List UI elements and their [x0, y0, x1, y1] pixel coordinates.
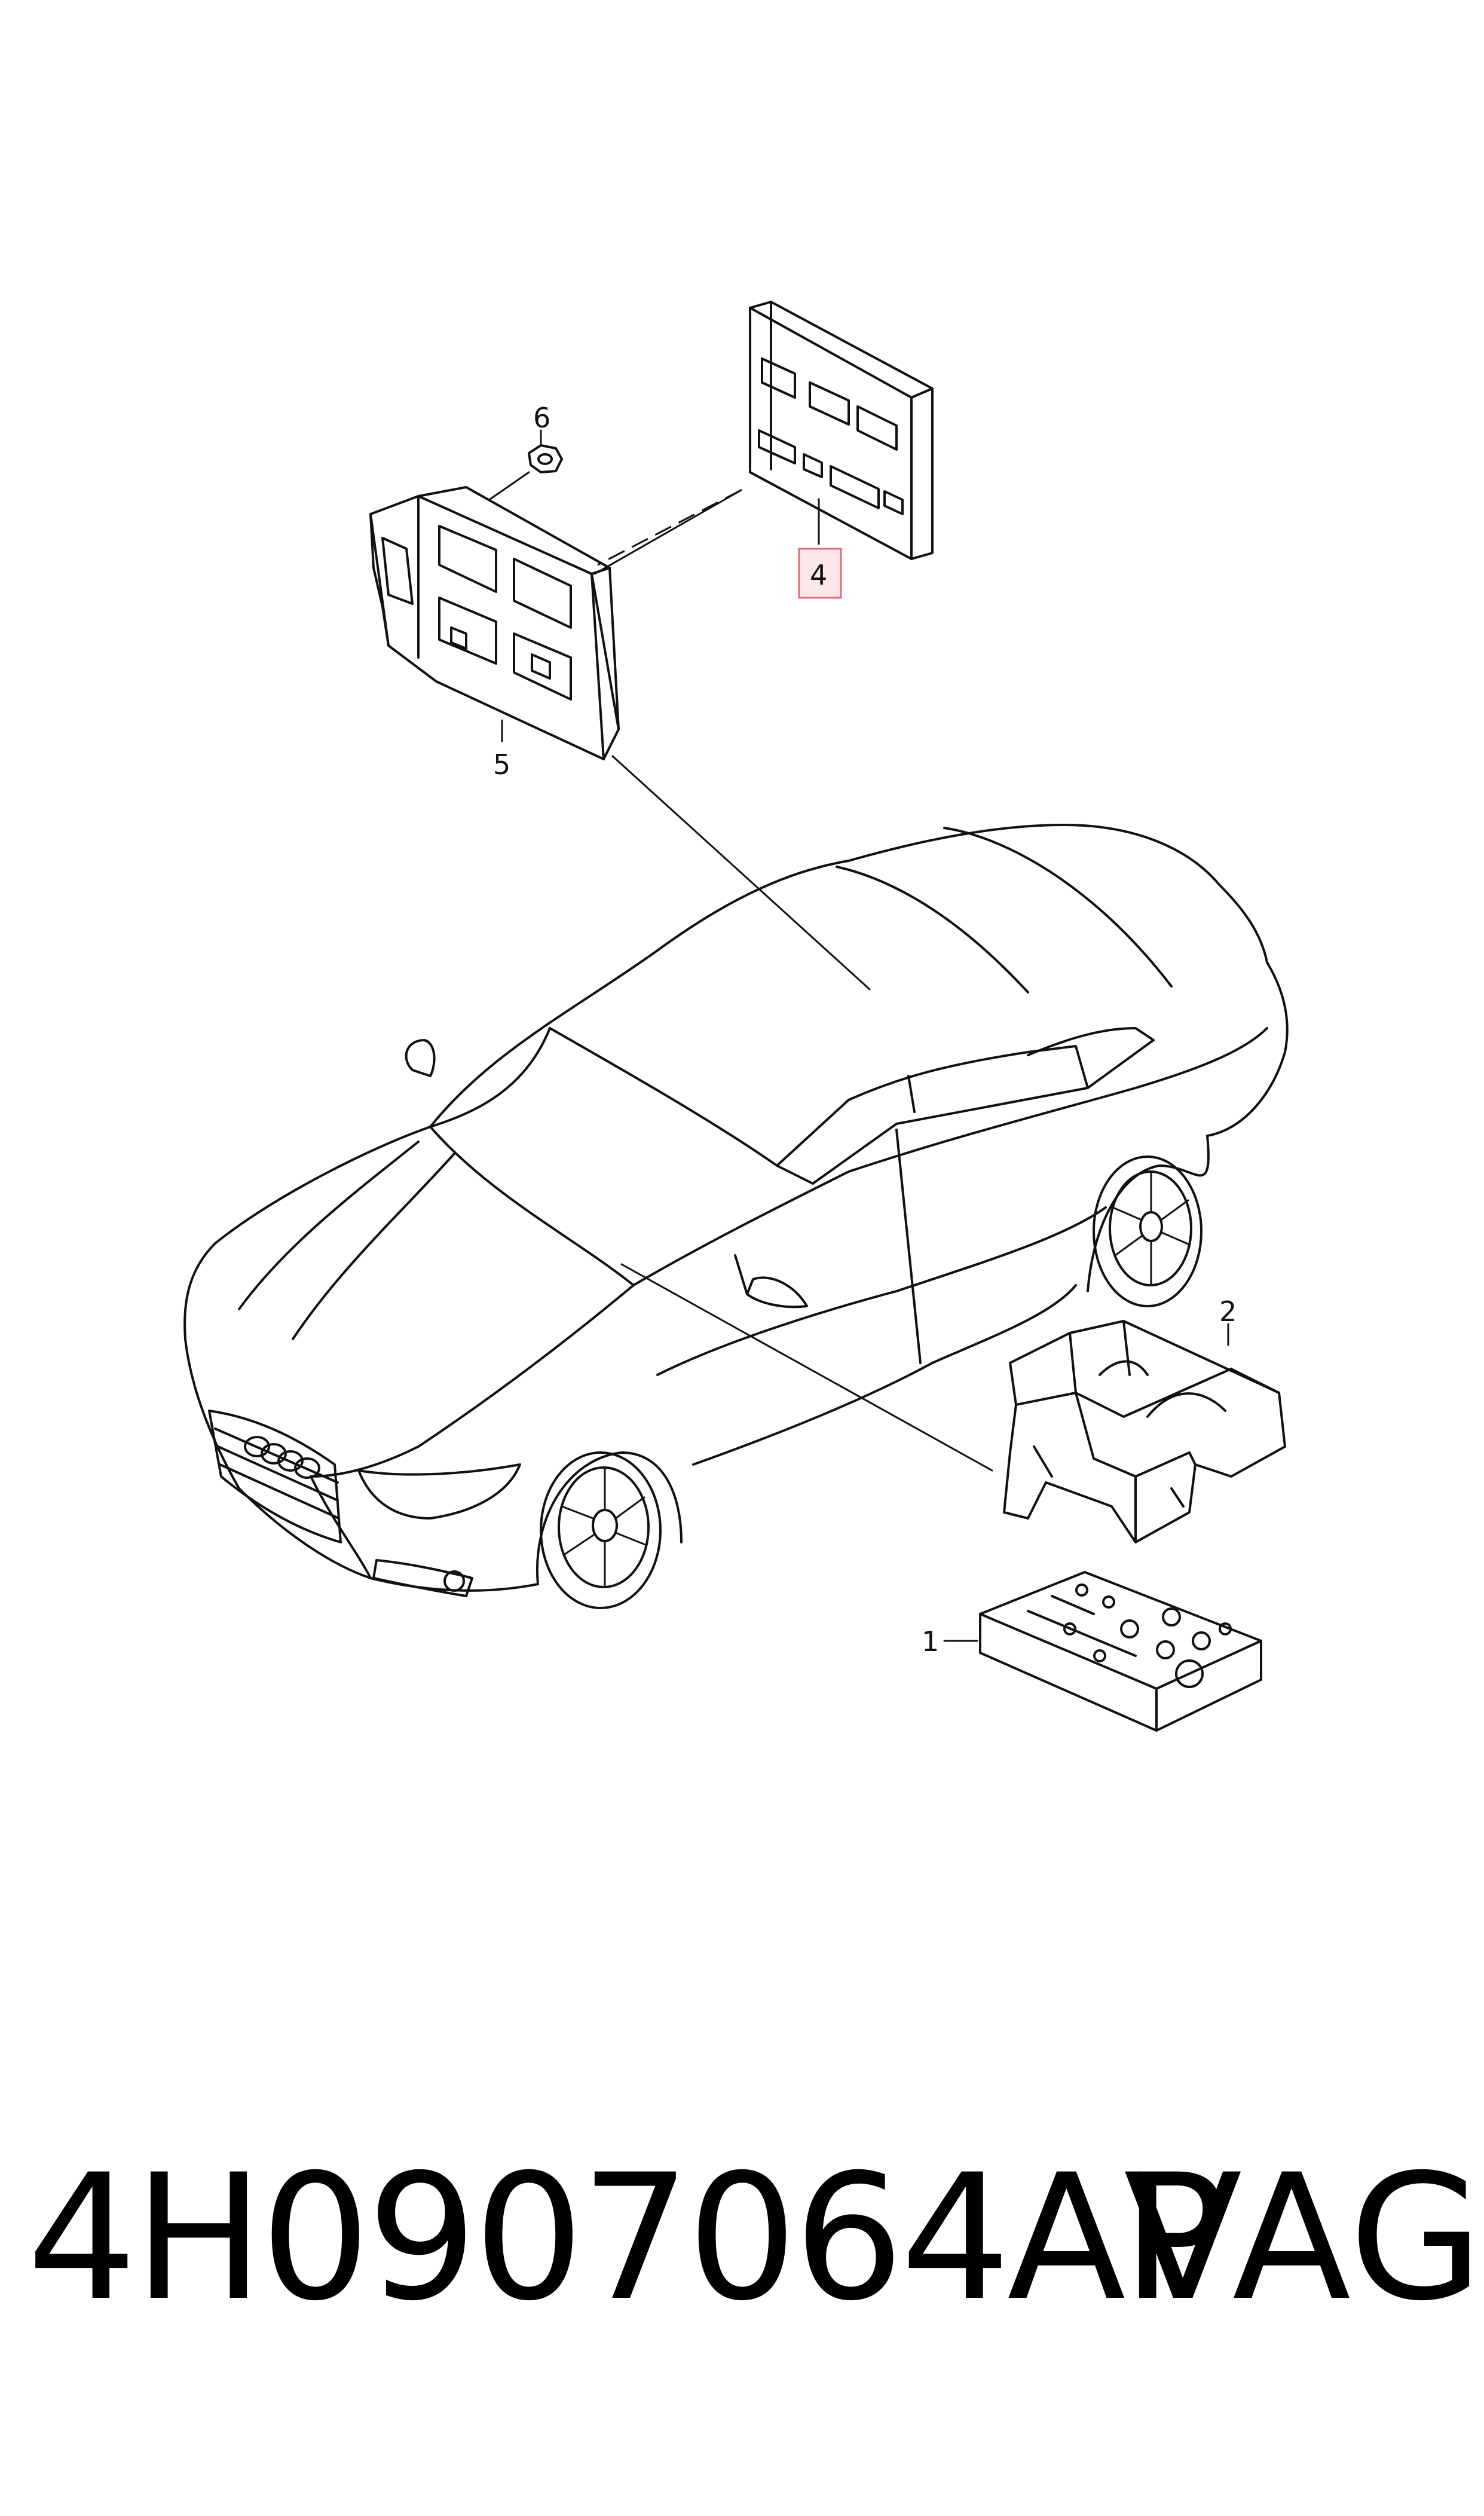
- leader-line-car-roof: [611, 755, 871, 990]
- callout-4-highlight: [798, 548, 842, 599]
- callout-5[interactable]: 5: [493, 748, 510, 781]
- leader-line-car-floor: [620, 1263, 993, 1472]
- logo-rings: [244, 1436, 320, 1479]
- callout-6[interactable]: 6: [533, 402, 550, 434]
- bracket-part-5[interactable]: [369, 486, 620, 760]
- assembly-dashed-line: [597, 489, 742, 566]
- car-illustration: [183, 824, 1289, 1609]
- brand-name: VAG: [1124, 2138, 1484, 2339]
- front-wheel: [540, 1451, 662, 1609]
- footer: 4H0907064AP VAG: [0, 2152, 1484, 2403]
- carrier-part-2[interactable]: [1003, 1320, 1286, 1543]
- control-module-part-4[interactable]: [749, 301, 934, 560]
- callout-2[interactable]: 2: [1219, 1295, 1237, 1328]
- callout-4[interactable]: 4: [810, 559, 827, 591]
- module-part-1[interactable]: [979, 1571, 1262, 1732]
- nut-part-6[interactable]: [528, 444, 563, 473]
- rear-wheel: [1093, 1155, 1203, 1307]
- leader-line-6: [489, 429, 542, 500]
- parts-diagram: 6 5 4 2 1: [183, 301, 1289, 1732]
- callout-1[interactable]: 1: [922, 1625, 939, 1658]
- leader-line-4: [593, 489, 820, 575]
- part-number: 4H0907064AP: [27, 2138, 1226, 2339]
